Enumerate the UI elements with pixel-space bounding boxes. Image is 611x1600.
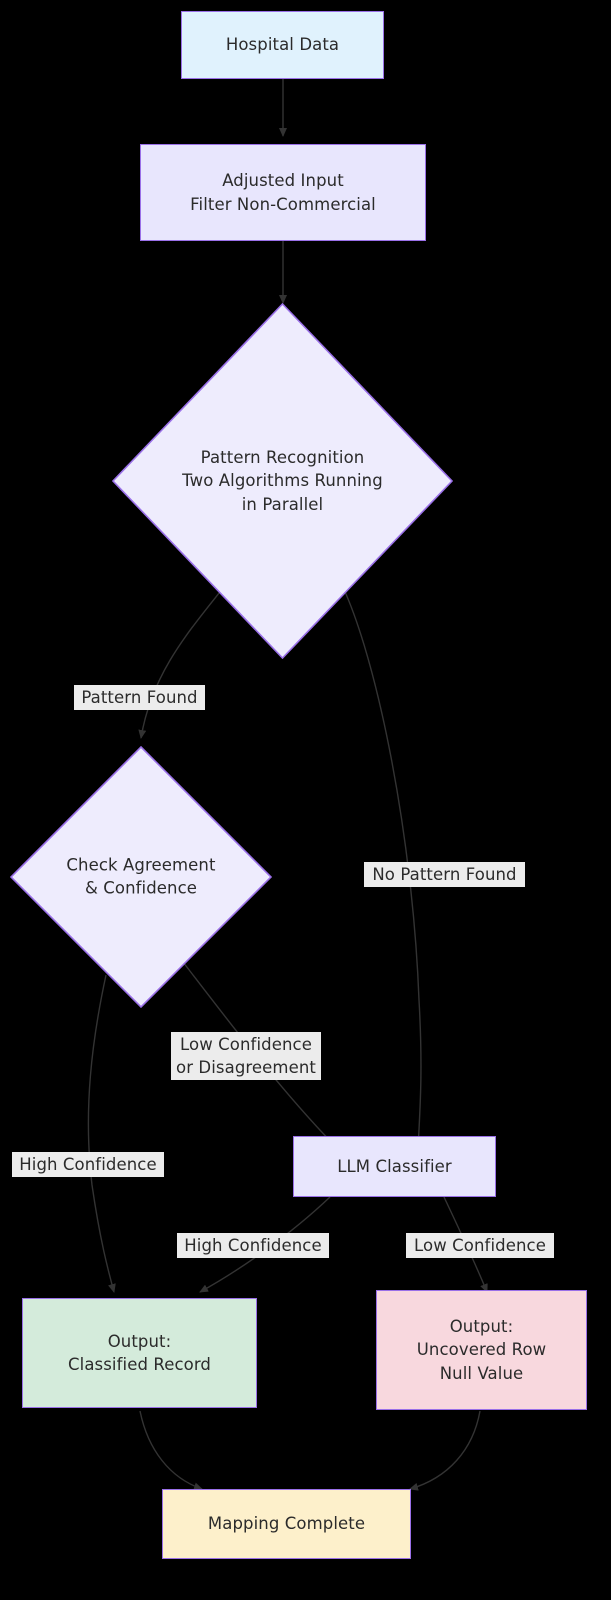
edge-label-pattern-found: Pattern Found (74, 685, 205, 711)
edge-check-to-classified (87, 974, 116, 1293)
check-agreement-diamond-shape (10, 746, 272, 1008)
edge-label-low-confidence-or-disagreement: Low Confidence or Disagreement (171, 1032, 321, 1081)
edge-classified-to-mapping (139, 1410, 203, 1491)
node-llm-classifier[interactable]: LLM Classifier (293, 1136, 496, 1197)
node-output-uncovered-row[interactable]: Output: Uncovered Row Null Value (376, 1290, 587, 1410)
edge-label-llm-low-confidence: Low Confidence (406, 1233, 554, 1259)
edge-uncovered-to-mapping (409, 1410, 481, 1491)
node-check-agreement-label: Check Agreement & Confidence (66, 855, 216, 898)
node-output-classified-record[interactable]: Output: Classified Record (22, 1298, 257, 1408)
node-check-agreement[interactable]: Check Agreement & Confidence (10, 746, 272, 1008)
node-adjusted-input[interactable]: Adjusted Input Filter Non-Commercial (140, 144, 426, 241)
node-mapping-complete[interactable]: Mapping Complete (162, 1489, 411, 1559)
node-pattern-recognition-label: Pattern Recognition Two Algorithms Runni… (182, 447, 383, 514)
edge-label-llm-high-confidence: High Confidence (177, 1233, 329, 1259)
edge-label-high-confidence-direct: High Confidence (12, 1152, 164, 1178)
node-hospital-data[interactable]: Hospital Data (181, 11, 384, 79)
pattern-recognition-diamond-shape (112, 303, 453, 659)
edge-label-no-pattern-found: No Pattern Found (364, 862, 525, 888)
node-pattern-recognition[interactable]: Pattern Recognition Two Algorithms Runni… (112, 303, 453, 659)
